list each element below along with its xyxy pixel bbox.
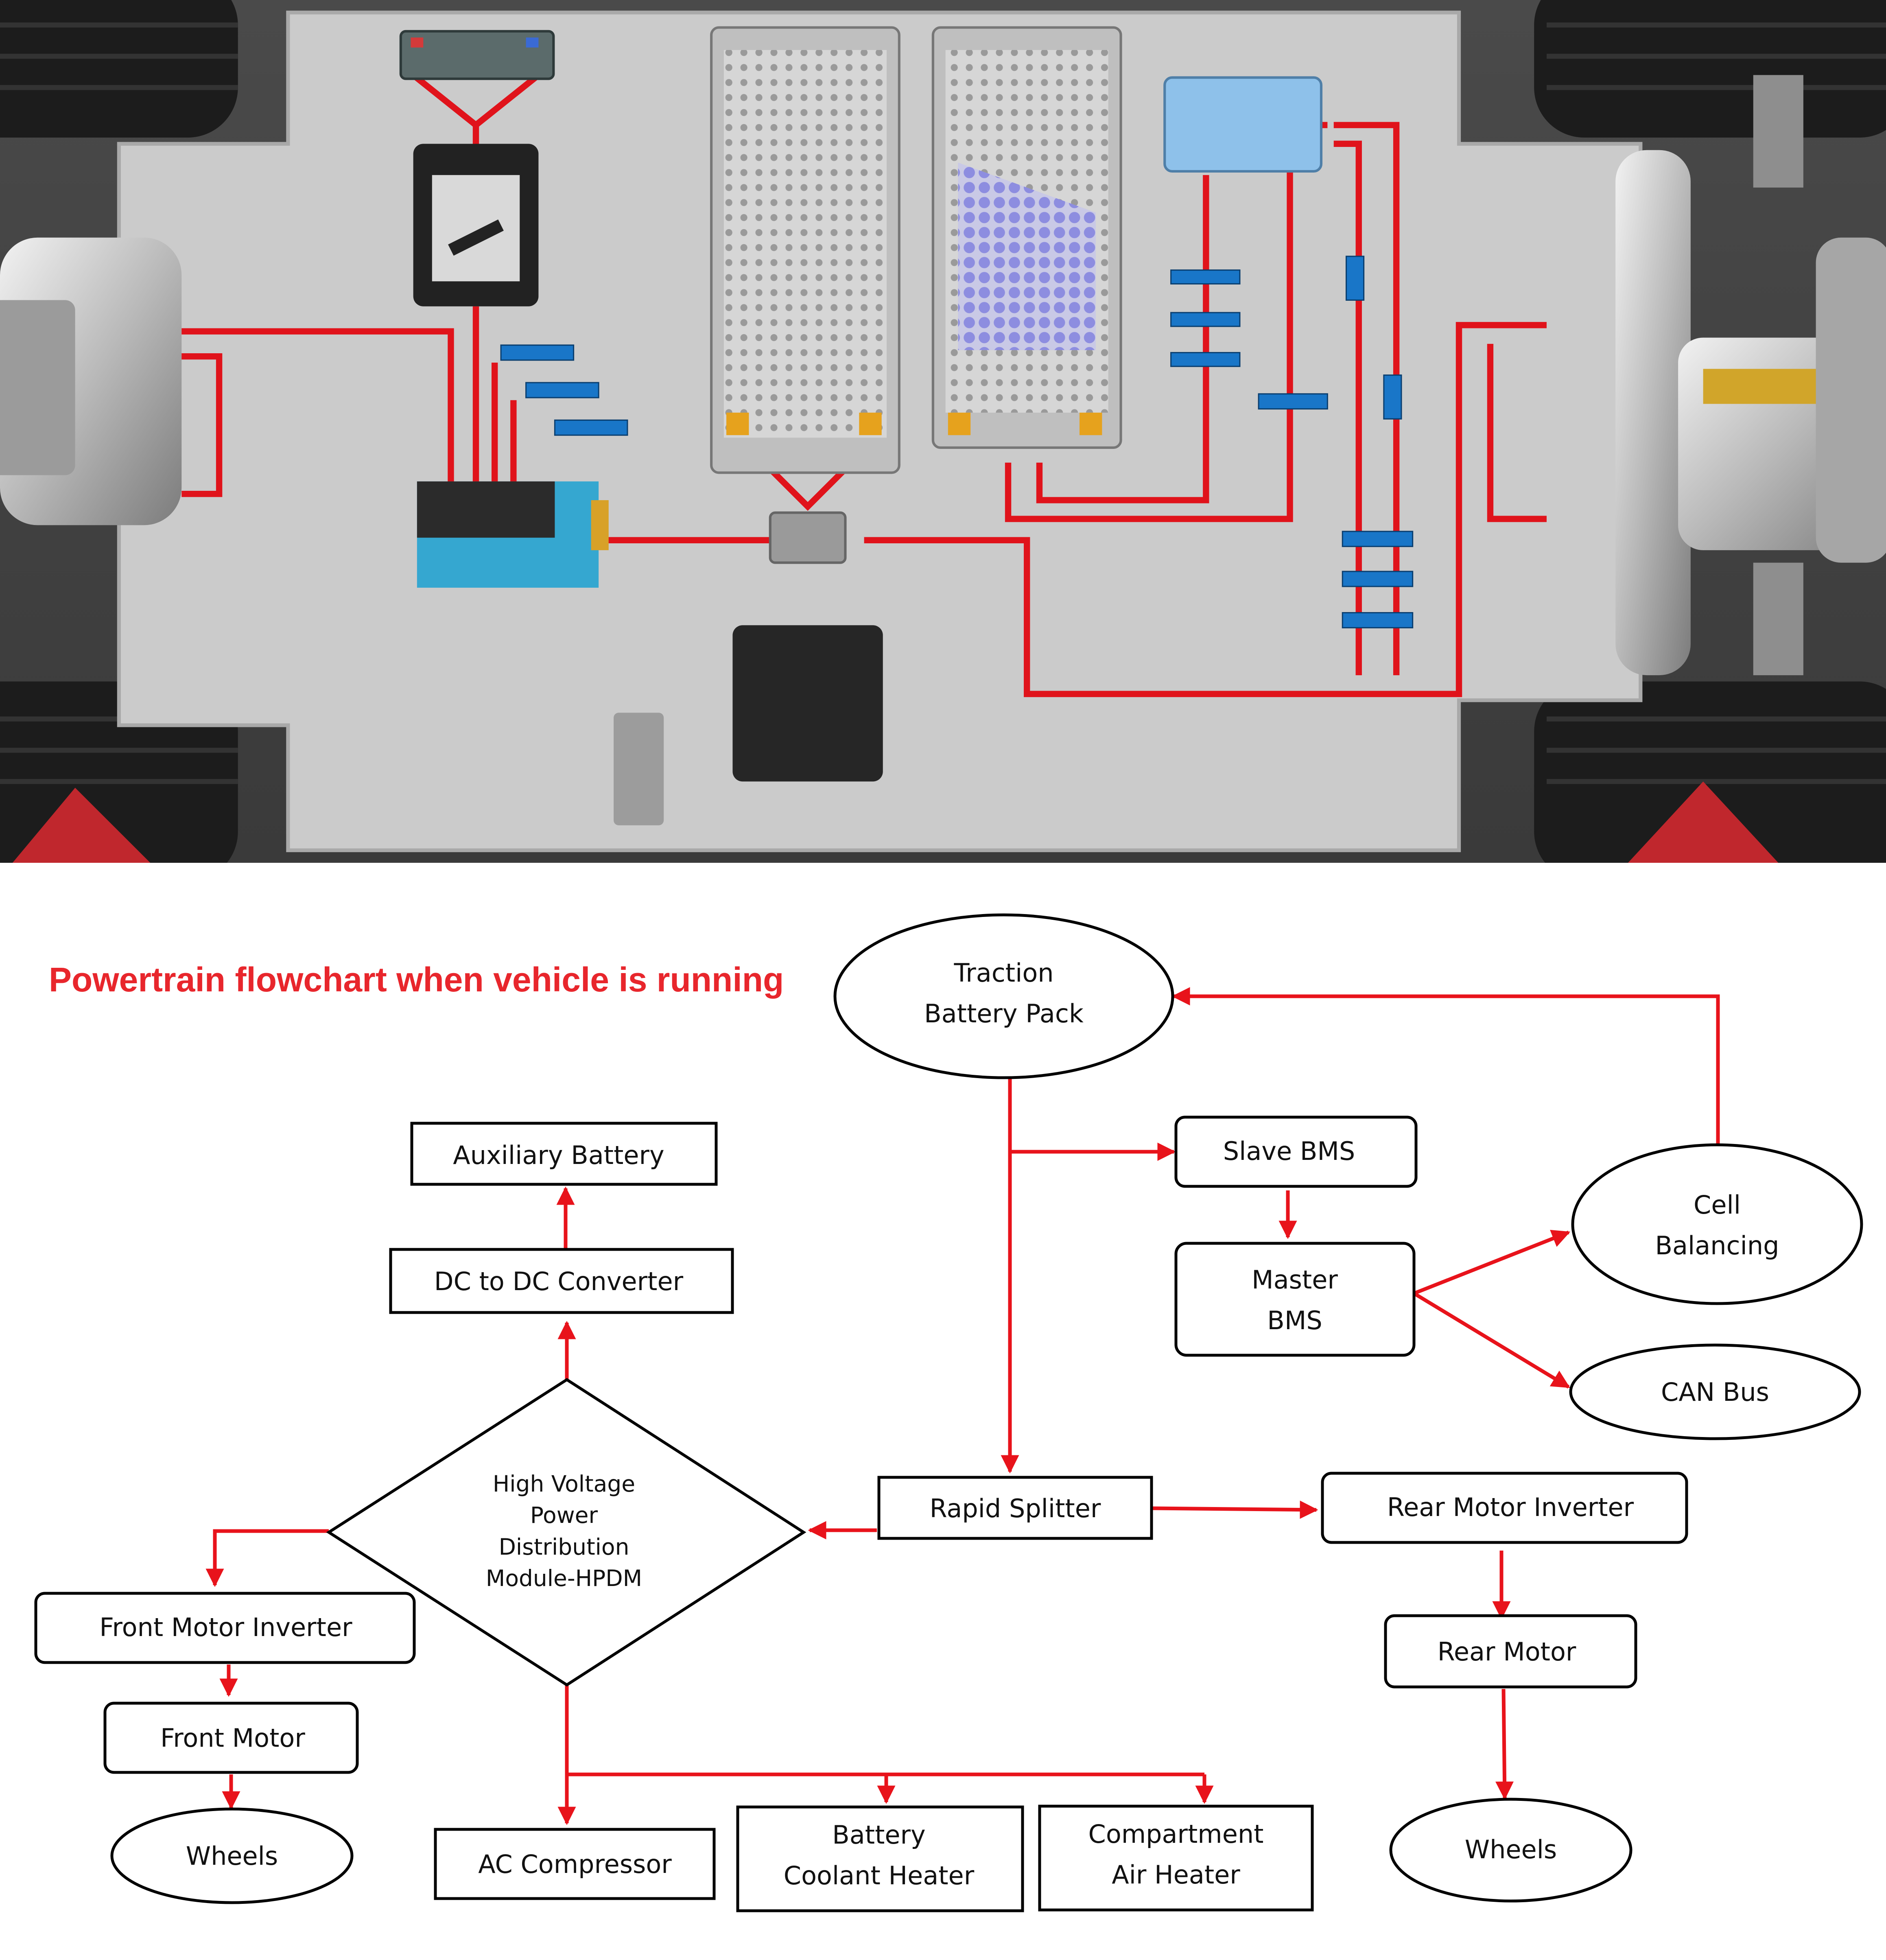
node-label: Distribution [499,1534,629,1560]
node-battery-coolant-heater: Battery Coolant Heater [736,1805,1024,1912]
node-label: Front Motor [160,1723,305,1753]
node-rapid-splitter: Rapid Splitter [877,1476,1153,1540]
dc-dc-converter-3d [413,144,539,306]
node-label: Coolant Heater [784,1861,975,1890]
node-label: Rear Motor [1438,1637,1576,1667]
flow-edges [205,987,1720,1825]
node-label: DC to DC Converter [434,1267,684,1296]
node-label: Battery Pack [924,999,1084,1028]
node-label: Rear Motor Inverter [1387,1492,1634,1522]
node-cell-balancing: Cell Balancing [1571,1143,1863,1305]
node-front-motor-inverter: Front Motor Inverter [34,1592,416,1664]
node-label: Master [1252,1265,1338,1295]
node-label: Power [530,1502,598,1528]
node-label: AC Compressor [478,1849,672,1879]
component-tags [500,256,1414,628]
hpdm-3d [417,481,609,588]
node-label: Air Heater [1112,1860,1240,1890]
rear-inverter-3d [732,625,883,782]
node-can-bus: CAN Bus [1569,1343,1861,1440]
node-label: Balancing [1655,1231,1779,1260]
node-label: Compartment [1088,1819,1264,1849]
node-traction-battery-pack: Traction Battery Pack [833,913,1174,1079]
wheel-rear-right [1534,681,1886,863]
node-label: Module-HPDM [486,1565,642,1591]
node-auxiliary-battery: Auxiliary Battery [410,1122,718,1186]
node-label: Cell [1694,1190,1741,1220]
rapid-splitter-3d [769,511,847,564]
node-hpdm: High Voltage Power Distribution Module-H… [326,1378,806,1687]
node-label: High Voltage [493,1471,635,1497]
node-label: Front Motor Inverter [99,1612,352,1642]
wheel-front-left [0,0,238,138]
powertrain-flowchart: Powertrain flowchart when vehicle is run… [34,913,1863,1912]
traction-battery-pack-3d [710,26,1122,474]
node-dc-dc-converter: DC to DC Converter [389,1248,734,1314]
node-label: Rapid Splitter [930,1494,1101,1523]
node-label: BMS [1267,1306,1322,1335]
node-label: Traction [953,958,1053,988]
node-wheels-front: Wheels [110,1807,354,1904]
node-label: Wheels [1465,1835,1557,1864]
auxiliary-battery-3d [399,30,555,80]
node-label: CAN Bus [1661,1377,1769,1407]
rear-drivetrain-3d [1615,75,1886,676]
bms-module-3d [1163,76,1323,173]
front-motor-3d [0,237,182,525]
chassis-rendering [0,0,1886,863]
node-rear-motor-inverter: Rear Motor Inverter [1321,1472,1688,1544]
node-label: Battery [832,1820,925,1850]
wheel-front-right [1534,0,1886,138]
node-label: Auxiliary Battery [453,1140,664,1170]
node-master-bms: Master BMS [1174,1242,1416,1357]
node-label: Wheels [186,1841,278,1871]
node-compartment-air-heater: Compartment Air Heater [1038,1805,1314,1912]
accelerator-pedal-3d [614,713,664,825]
flowchart-title: Powertrain flowchart when vehicle is run… [49,960,784,999]
node-front-motor: Front Motor [103,1702,359,1774]
node-slave-bms: Slave BMS [1174,1116,1418,1188]
node-wheels-rear: Wheels [1389,1798,1632,1903]
node-label: Slave BMS [1223,1136,1355,1166]
node-rear-motor: Rear Motor [1384,1614,1637,1689]
node-ac-compressor: AC Compressor [434,1828,716,1900]
